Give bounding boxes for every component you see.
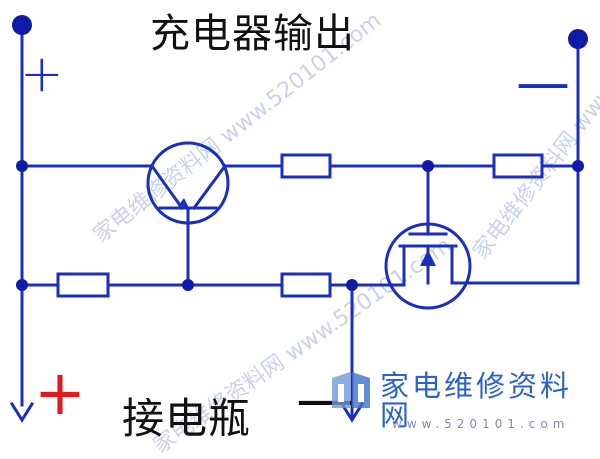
minus-top-sign: — <box>516 51 570 114</box>
junction-left-bottom <box>16 279 28 291</box>
junction-right-top <box>572 160 584 172</box>
terminal-top-right <box>568 29 588 49</box>
terminal-top-left <box>12 15 32 35</box>
resistor-r2 <box>280 153 332 179</box>
arrow-left-down <box>9 401 35 423</box>
plus-bottom-sign: + <box>34 356 86 429</box>
transistor-body <box>146 141 230 225</box>
circuit-diagram: 家电维修资料网 www.520101.com 家电维修资料网 www.52010… <box>9 0 600 459</box>
resistor-r4 <box>280 272 332 298</box>
arrow-right-down <box>339 401 365 423</box>
junction-left-top <box>16 160 28 172</box>
transistor-collector <box>149 163 185 211</box>
watermark-url: www.520101.com <box>392 417 570 431</box>
transistor-emitter-arrow <box>178 198 190 210</box>
transistor-emitter <box>191 163 228 211</box>
battery-label: 接电瓶 <box>122 394 252 443</box>
junction-battery-minus <box>346 279 358 291</box>
mosfet-body <box>384 222 472 310</box>
watermark-site-name: 家电维修资料网 <box>380 369 573 432</box>
resistor-r3 <box>492 153 544 179</box>
charger-output-label: 充电器输出 <box>150 11 355 57</box>
plus-top-sign: + <box>20 44 64 104</box>
watermark-logo-icon <box>332 372 370 408</box>
junction-gate-node <box>422 160 434 172</box>
junction-base <box>182 279 194 291</box>
mosfet-arrow <box>420 250 436 266</box>
resistor-r1 <box>56 272 110 298</box>
